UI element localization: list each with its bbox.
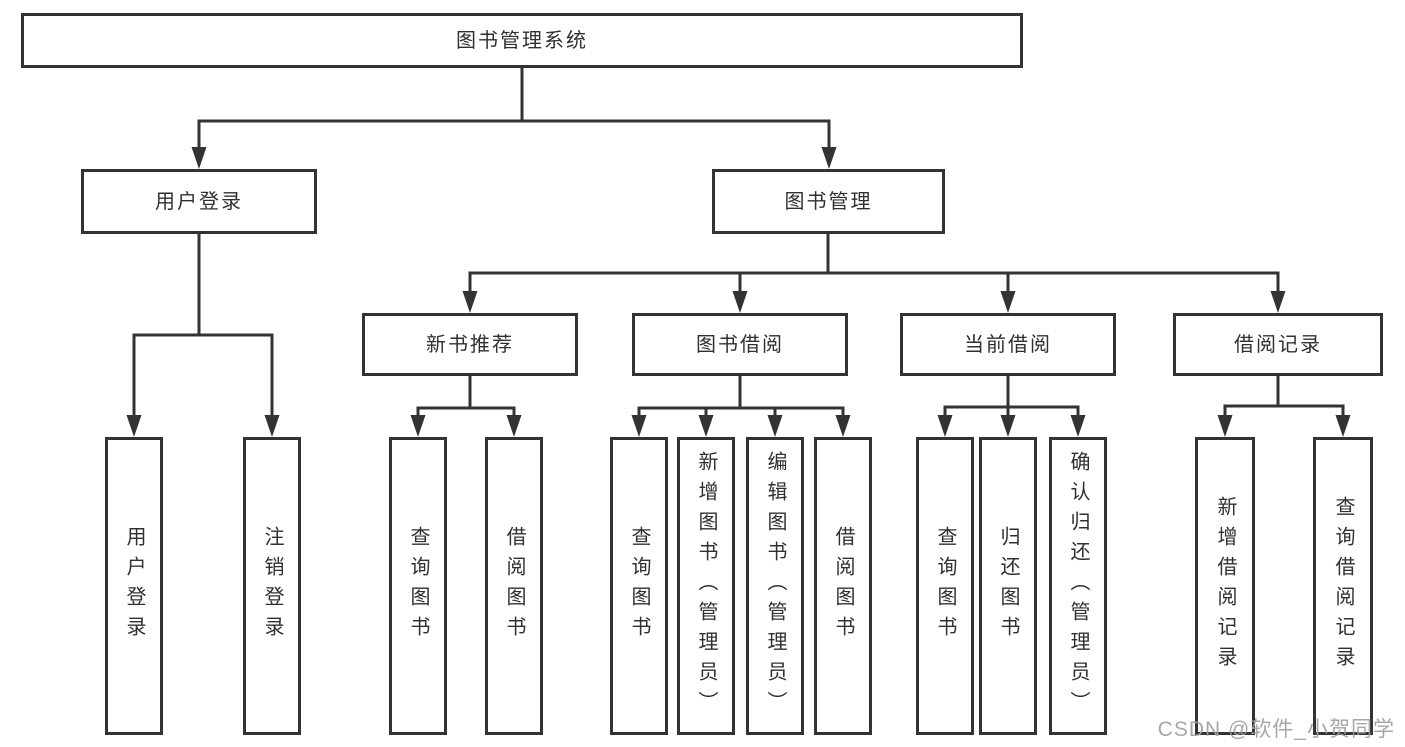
connector-book-borrow (637, 374, 845, 420)
node-library-management-system: 图书管理系统 (21, 13, 1023, 68)
connector-borrow-records (1223, 374, 1345, 420)
arrowhead-icon (1000, 291, 1016, 313)
connector-book-mgmt (468, 232, 1280, 296)
node-current-borrowing: 当前借阅 (900, 313, 1116, 376)
arrowhead-icon (191, 147, 207, 169)
node-nbr-borrow-books: 借阅图书 (485, 437, 543, 735)
node-cb-query-books: 查询图书 (916, 437, 974, 735)
node-book-management: 图书管理 (712, 169, 945, 234)
node-bb-borrow-books: 借阅图书 (814, 437, 872, 735)
node-br-query-record: 查询借阅记录 (1313, 437, 1373, 735)
node-leaf-logout: 注销登录 (243, 437, 301, 735)
arrowhead-icon (631, 415, 647, 437)
connector-user-login (132, 232, 274, 420)
arrowhead-icon (698, 415, 714, 437)
arrowhead-icon (1335, 415, 1351, 437)
arrowhead-icon (264, 415, 280, 437)
arrowhead-icon (1000, 415, 1016, 437)
node-cb-return-books: 归还图书 (979, 437, 1037, 735)
arrowhead-icon (410, 415, 426, 437)
node-new-book-recommendation: 新书推荐 (362, 313, 578, 376)
arrowhead-icon (1070, 415, 1086, 437)
node-nbr-query-books: 查询图书 (389, 437, 447, 735)
connector-root (197, 66, 831, 152)
arrowhead-icon (126, 415, 142, 437)
arrowhead-icon (732, 291, 748, 313)
node-leaf-user-login: 用户登录 (105, 437, 163, 735)
node-book-borrowing: 图书借阅 (632, 313, 848, 376)
arrowhead-icon (835, 415, 851, 437)
arrowhead-icon (462, 291, 478, 313)
watermark: CSDN @软件_小贺同学 (1157, 718, 1395, 741)
arrowhead-icon (937, 415, 953, 437)
node-user-login: 用户登录 (81, 169, 317, 234)
arrowhead-icon (506, 415, 522, 437)
connector-current-borrow (943, 374, 1080, 420)
arrowhead-icon (767, 415, 783, 437)
node-br-add-record: 新增借阅记录 (1195, 437, 1255, 735)
node-bb-query-books: 查询图书 (610, 437, 668, 735)
node-bb-add-books-admin: 新增图书（管理员） (677, 437, 735, 735)
arrowheads (126, 147, 1351, 437)
arrowhead-icon (1217, 415, 1233, 437)
arrowhead-icon (1270, 291, 1286, 313)
node-cb-confirm-return-admin: 确认归还（管理员） (1049, 437, 1107, 735)
node-bb-edit-books-admin: 编辑图书（管理员） (746, 437, 804, 735)
node-borrowing-records: 借阅记录 (1173, 313, 1383, 376)
arrowhead-icon (821, 147, 837, 169)
connector-new-book-rec (416, 374, 516, 420)
